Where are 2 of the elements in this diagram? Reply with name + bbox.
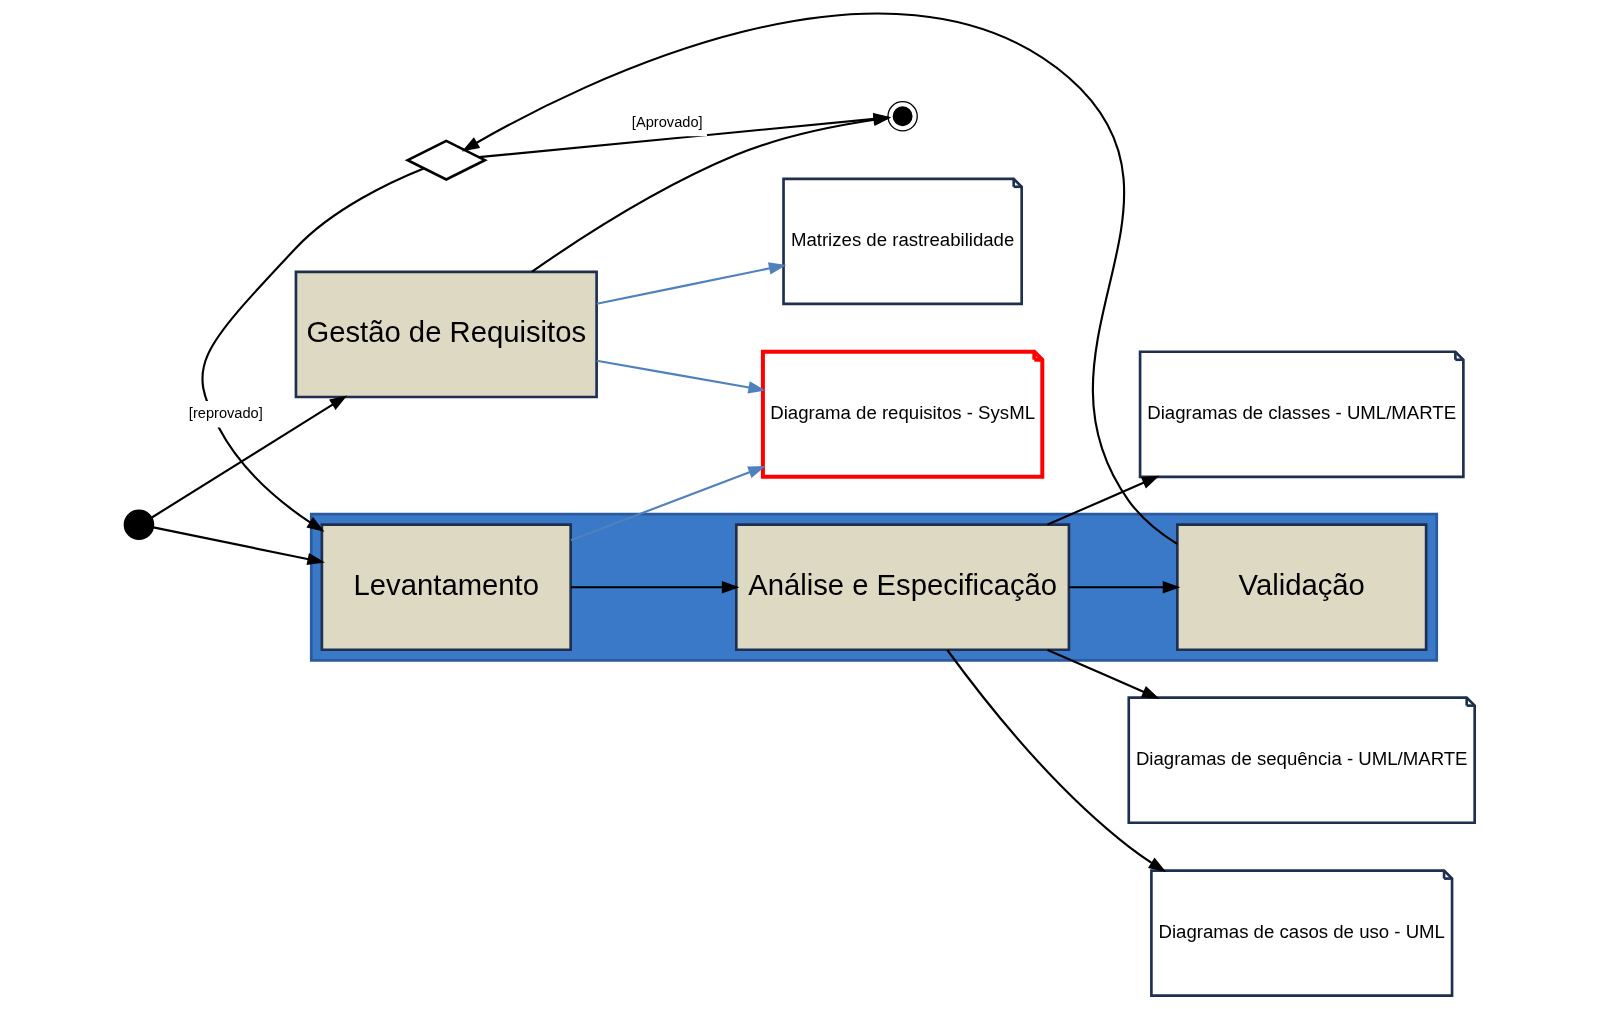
edge-label: [Aprovado] [631, 113, 703, 130]
edge-label: [reprovado] [188, 405, 263, 421]
